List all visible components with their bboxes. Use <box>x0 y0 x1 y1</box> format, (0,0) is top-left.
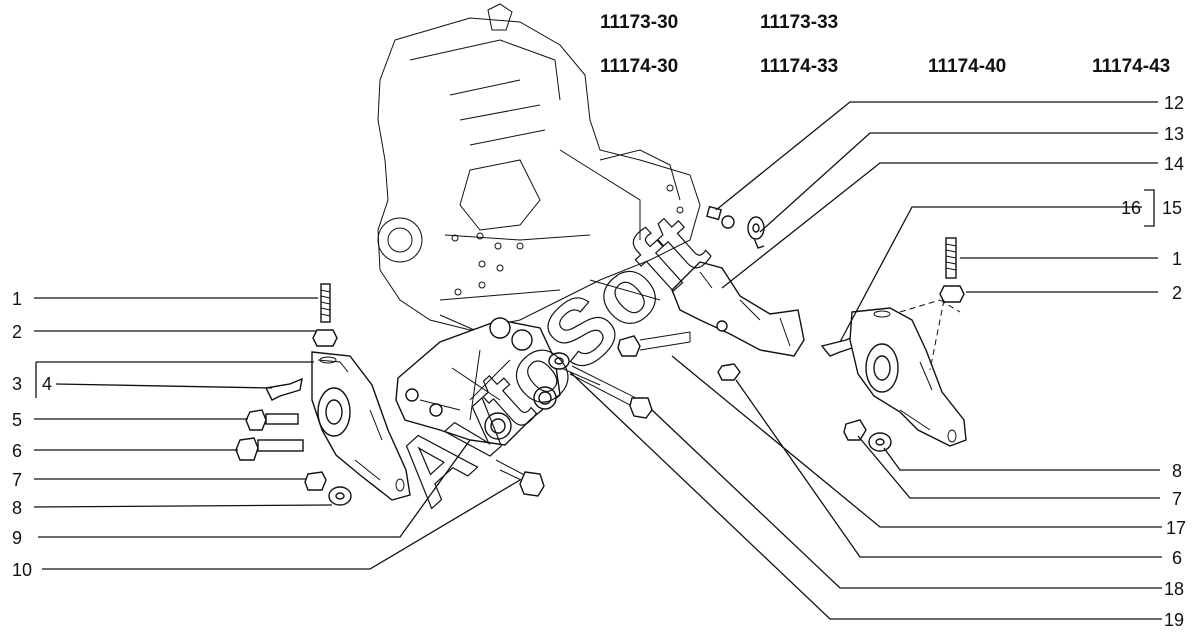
callout-17: 17 <box>1166 518 1186 538</box>
washer-18 <box>548 352 570 370</box>
bracket-14 <box>671 261 805 357</box>
model-code-11174-30: 11174-30 <box>600 56 678 77</box>
callout-3: 3 <box>12 374 22 394</box>
callout-9: 9 <box>12 528 22 548</box>
callout-2-right: 2 <box>1172 283 1182 303</box>
bolt-12 <box>706 205 735 229</box>
left-callouts: 1 2 3 4 5 6 7 8 9 10 <box>12 289 52 580</box>
stud-left <box>320 283 331 323</box>
callout-7-left: 7 <box>12 470 22 490</box>
bolt-7-left <box>304 471 327 491</box>
callout-7-right: 7 <box>1172 489 1182 509</box>
model-code-11173-33: 11173-33 <box>760 12 838 33</box>
nut-left <box>312 329 338 347</box>
callout-12: 12 <box>1164 93 1184 113</box>
bolt-10 <box>495 459 545 497</box>
callout-13: 13 <box>1164 124 1184 144</box>
long-bolt-19 <box>569 365 653 419</box>
nut-right <box>939 285 965 303</box>
washer-13 <box>747 216 765 249</box>
callout-10: 10 <box>12 560 32 580</box>
bolt-7-right <box>843 419 867 441</box>
callout-6-left: 6 <box>12 441 22 461</box>
engine-outline-drawing <box>377 3 701 386</box>
right-callouts: 12 13 14 16 15 1 2 8 7 17 6 18 19 <box>1121 93 1186 630</box>
nut-6-right <box>717 363 741 381</box>
bolt-5 <box>245 409 299 431</box>
model-code-11174-43: 11174-43 <box>1092 56 1170 77</box>
bolt-17 <box>617 331 691 357</box>
callout-8-right: 8 <box>1172 461 1182 481</box>
bolt-6 <box>235 437 304 461</box>
callout-8-left: 8 <box>12 498 22 518</box>
model-code-11173-30: 11173-30 <box>600 12 678 33</box>
callout-16: 16 <box>1121 198 1141 218</box>
callout-18: 18 <box>1164 579 1184 599</box>
callout-14: 14 <box>1164 154 1184 174</box>
leader-lines <box>33 101 1162 620</box>
washer-8-left <box>328 486 352 506</box>
stud-right <box>945 237 957 279</box>
callout-2-left: 2 <box>12 322 22 342</box>
model-code-11174-33: 11174-33 <box>760 56 838 77</box>
support-mount-15 <box>849 307 967 447</box>
bracket-9 <box>395 317 561 446</box>
model-code-11174-40: 11174-40 <box>928 56 1006 77</box>
callout-4: 4 <box>42 374 52 394</box>
callout-19: 19 <box>1164 610 1184 630</box>
assembly-dash-lines <box>899 299 961 371</box>
callout-1-right: 1 <box>1172 249 1182 269</box>
callout-5: 5 <box>12 410 22 430</box>
gearbox-bolt-markers <box>451 184 684 296</box>
callout-1-left: 1 <box>12 289 22 309</box>
callout-6-right: 6 <box>1172 548 1182 568</box>
support-mount-left <box>311 351 411 501</box>
callout-15: 15 <box>1162 198 1182 218</box>
washer-8-right <box>868 432 892 452</box>
plate-left <box>264 377 303 401</box>
